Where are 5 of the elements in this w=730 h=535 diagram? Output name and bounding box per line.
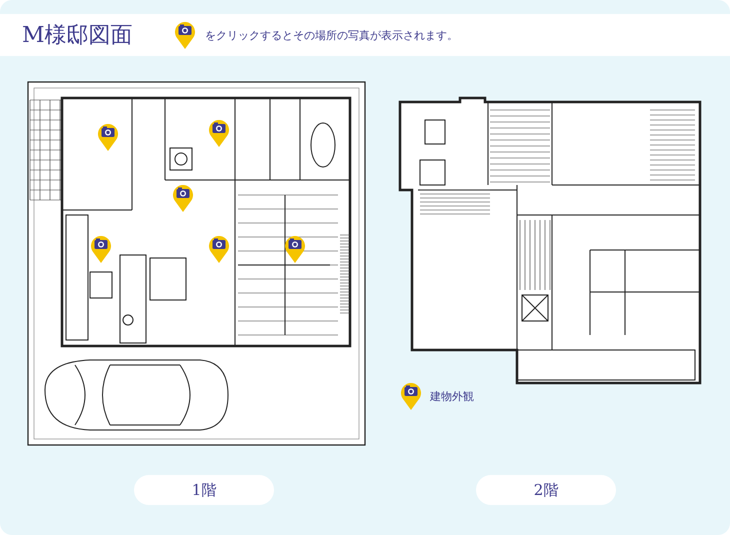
instruction-text: をクリックするとその場所の写真が表示されます。 (205, 28, 458, 43)
floor-button: 2階 (476, 475, 616, 505)
legend-text: 建物外観 (430, 389, 474, 404)
page-title: M様邸図面 (22, 22, 133, 50)
floor-button: 1階 (134, 475, 274, 505)
